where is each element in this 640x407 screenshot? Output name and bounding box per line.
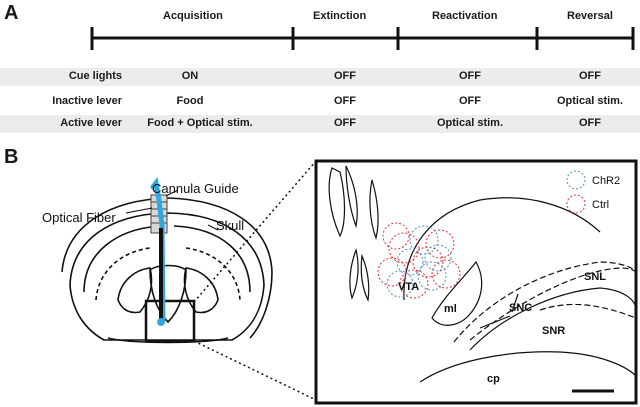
table-cell: OFF [334,95,356,107]
skull-outline [61,197,273,339]
phase-label-acquisition: Acquisition [163,10,223,22]
table-cell: Optical stim. [556,95,624,107]
snr-outline [469,287,637,351]
zoom-connector [193,340,317,401]
cortex-left [83,225,163,293]
chr2-circle [396,248,424,276]
region-label-snc: SNC [509,302,532,314]
ctrl-circle [431,259,461,289]
legend-ctrl-label: Ctrl [592,199,609,211]
table-cell: OFF [459,95,481,107]
cp-region [419,351,637,383]
ventricle [149,264,187,324]
base-outline [107,337,229,344]
snl-outline [469,267,637,341]
panel-b-letter: B [4,146,19,168]
table-cell: Optical stim. [436,117,504,129]
ctrl-circle [399,269,429,299]
phase-label-reactivation: Reactivation [432,10,498,22]
ml-leader [479,315,511,329]
chr2-circle [417,261,447,291]
table-cell: Food + Optical stim. [147,117,253,129]
region-label-snl: SNL [584,271,606,283]
chr2-circle [409,225,439,255]
table-cell: OFF [334,117,356,129]
region-label-cp: cp [487,373,500,385]
phase-label-reversal: Reversal [567,10,613,22]
leader-line [125,207,153,214]
midbrain-left [117,267,153,314]
fiber-tip [157,318,165,326]
table-cell: Food [176,95,204,107]
brain-outline-outer [69,212,265,341]
leader-line [165,189,179,197]
legend-chr2-label: ChR2 [592,175,620,187]
region-label-snr: SNR [542,325,565,337]
ctrl-circle [412,246,444,278]
chr2-circle [424,244,452,272]
zoom-connector [193,160,317,303]
brain-diagram: Cannula Guide Optical Fiber Skull [42,159,638,405]
timeline [90,27,635,50]
hemisphere-left [95,247,151,301]
midbrain-right [183,267,219,314]
table-row: Cue lights ON OFF OFF OFF [0,68,640,86]
ctrl-circle [425,229,455,259]
ml-region [431,260,483,326]
legend-chr2-swatch [566,170,586,190]
tract-vta-2 [360,253,370,302]
table-cell: OFF [579,117,601,129]
label-optical-fiber: Optical Fiber [42,210,116,225]
region-label-ml: ml [444,303,457,315]
ctrl-circle [382,222,410,250]
table-row: Inactive lever Food OFF OFF Optical stim… [0,93,640,111]
tract-left-3 [369,179,379,241]
table-cell: ON [181,70,199,82]
hemisphere-right [185,247,241,301]
snc-leader [511,293,519,313]
row-label: Inactive lever [52,95,122,107]
sn-boundary [539,303,637,319]
table-cell: OFF [579,70,601,82]
cortex-right [173,225,251,293]
ctrl-circle [388,232,420,264]
label-cannula-guide: Cannula Guide [152,181,239,196]
table-cell: OFF [459,70,481,82]
label-skull: Skull [216,218,244,233]
midbrain-arc [403,197,601,301]
table-row: Active lever Food + Optical stim. OFF Op… [0,115,640,133]
snc-outline [453,261,637,343]
legend-ctrl-swatch [566,194,586,214]
leader-line [207,224,219,231]
panel-a-letter: A [4,2,19,24]
region-label-vta: VTA [398,281,419,293]
chr2-circle [386,270,414,298]
implant-box [144,299,196,343]
table-cell: OFF [334,70,356,82]
row-label: Cue lights [68,70,122,82]
tract-left-1 [328,167,346,238]
row-label: Active lever [60,117,122,129]
tract-left-2 [345,165,358,229]
tract-vta-1 [349,247,359,300]
phase-label-extinction: Extinction [313,10,367,22]
